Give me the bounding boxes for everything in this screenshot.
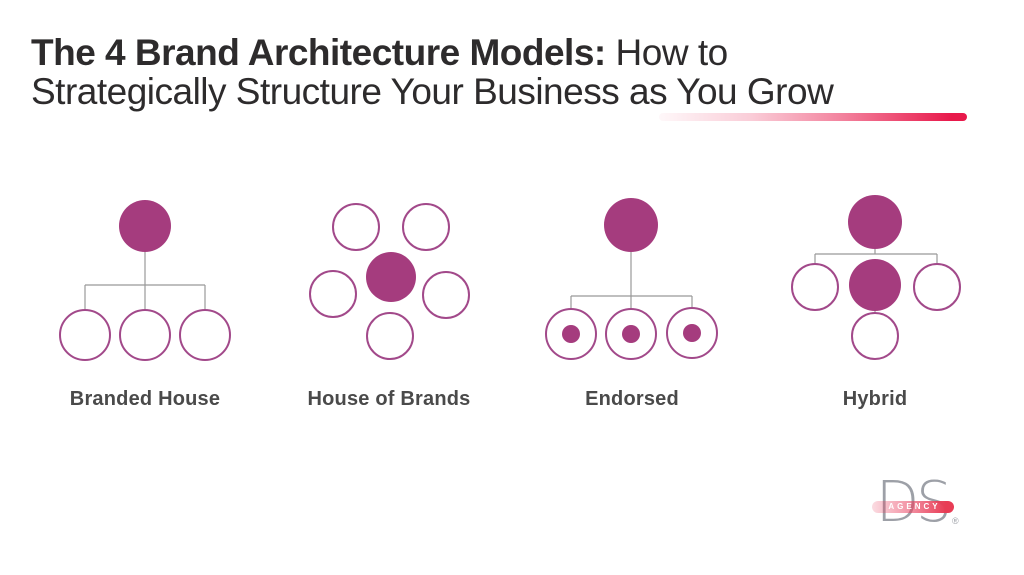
model-label-house-of-brands: House of Brands [307, 388, 471, 410]
parent-brand-node [848, 195, 902, 249]
parent-brand-node [119, 200, 171, 252]
title-light-segment-line1: How to [615, 32, 729, 73]
logo-ds-agency: DS AGENCY ® [872, 475, 972, 540]
diagram-branded-house [59, 200, 231, 361]
independent-brand-node [366, 312, 414, 360]
title-light-segment-line2: Strategically Structure Your Business as… [31, 71, 834, 112]
diagram-hybrid [791, 195, 961, 360]
sub-brand-node [791, 263, 839, 311]
sub-brand-node [851, 312, 899, 360]
endorsement-dot [683, 324, 701, 342]
sub-brand-node [119, 309, 171, 361]
diagram-endorsed [545, 198, 718, 360]
independent-brand-node [422, 271, 470, 319]
page-title: The 4 Brand Architecture Models: How to … [31, 33, 1001, 111]
endorsement-dot [562, 325, 580, 343]
logo-banner-text: AGENCY [888, 502, 941, 511]
sub-brand-node [59, 309, 111, 361]
parent-brand-node [366, 252, 416, 302]
independent-brand-node [332, 203, 380, 251]
title-bold-segment: The 4 Brand Architecture Models: [31, 32, 606, 73]
independent-brand-node [402, 203, 450, 251]
branded-sub-node [849, 259, 901, 311]
title-accent-underline [659, 113, 967, 121]
endorsement-dot [622, 325, 640, 343]
endorsed-connector-lines [570, 252, 693, 309]
model-label-hybrid: Hybrid [842, 388, 908, 410]
registered-trademark-icon: ® [952, 516, 959, 526]
hybrid-connector-lines [814, 249, 938, 314]
parent-brand-node [604, 198, 658, 252]
branded-house-connector-lines [84, 252, 206, 310]
sub-brand-node [913, 263, 961, 311]
independent-brand-node [309, 270, 357, 318]
sub-brand-node [179, 309, 231, 361]
diagram-house-of-brands [309, 203, 470, 360]
logo-agency-banner: AGENCY [872, 501, 954, 513]
model-label-branded-house: Branded House [69, 388, 221, 410]
model-label-endorsed: Endorsed [585, 388, 679, 410]
